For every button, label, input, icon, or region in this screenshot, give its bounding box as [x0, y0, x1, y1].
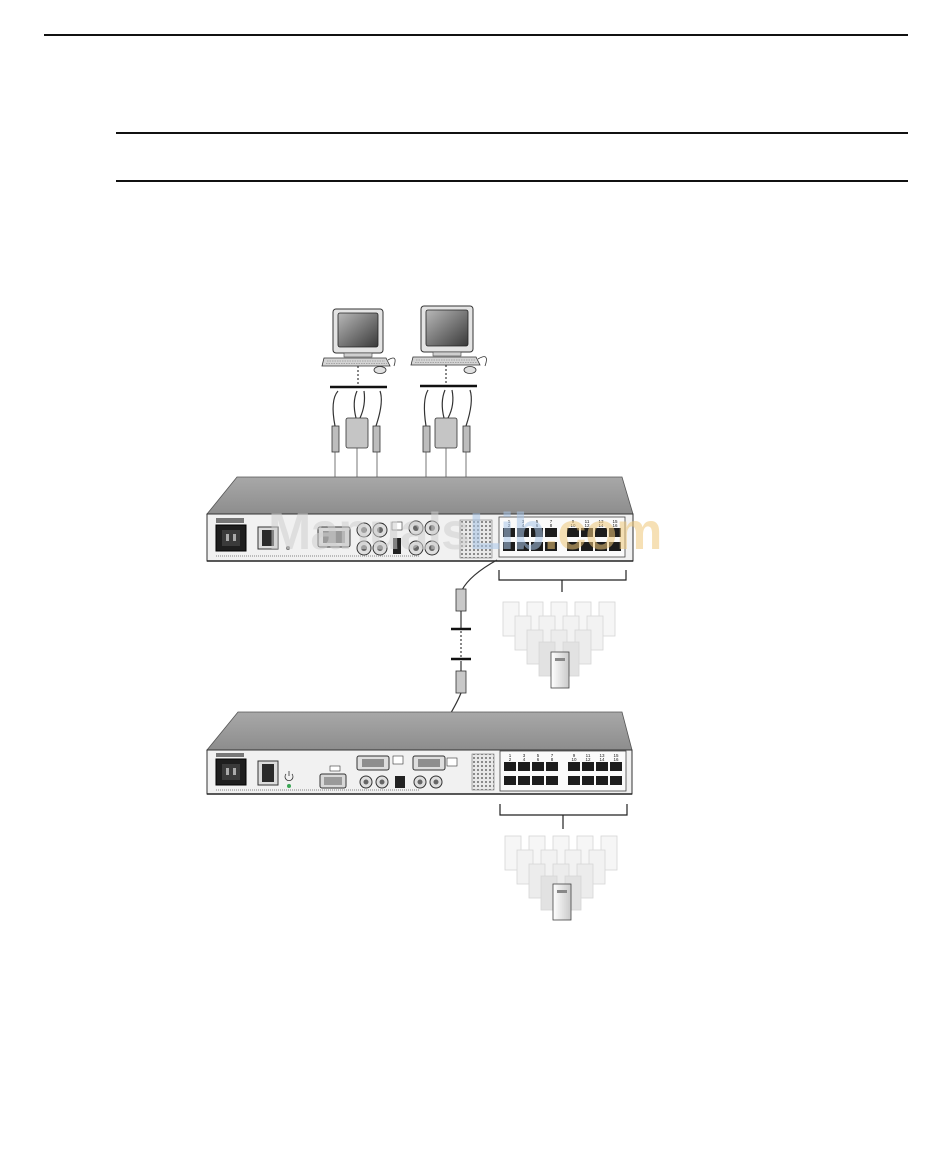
server-port-block-secondary: 1 3 5 7 9 11 13 15 2 4 6 8 10 12 14 16 — [500, 751, 626, 791]
port-number: 12 — [584, 523, 590, 528]
keyboard-icon — [411, 357, 480, 365]
server-port-block-primary: 1 3 5 7 9 11 13 15 2 4 6 8 10 12 14 16 — [499, 517, 625, 557]
server-group-1 — [499, 570, 626, 688]
port-number: 12 — [585, 757, 591, 762]
port-number: 10 — [570, 523, 576, 528]
keyboard-icon — [322, 358, 390, 366]
kvm-switch-secondary: 1 3 5 7 9 11 13 15 2 4 6 8 10 12 14 16 — [207, 712, 632, 794]
port-number: 16 — [612, 523, 618, 528]
power-inlet-icon — [216, 759, 246, 785]
port-number: 14 — [599, 757, 605, 762]
server-group-2 — [500, 804, 627, 920]
kvm-switch-primary: 1 3 5 7 9 11 13 15 2 4 6 8 10 12 14 16 — [207, 477, 633, 561]
port-number: 10 — [571, 757, 577, 762]
monitor-icon — [333, 309, 383, 357]
power-inlet-icon — [216, 525, 246, 551]
monitor-icon — [421, 306, 473, 356]
port-number: 16 — [613, 757, 619, 762]
port-number: 14 — [598, 523, 604, 528]
